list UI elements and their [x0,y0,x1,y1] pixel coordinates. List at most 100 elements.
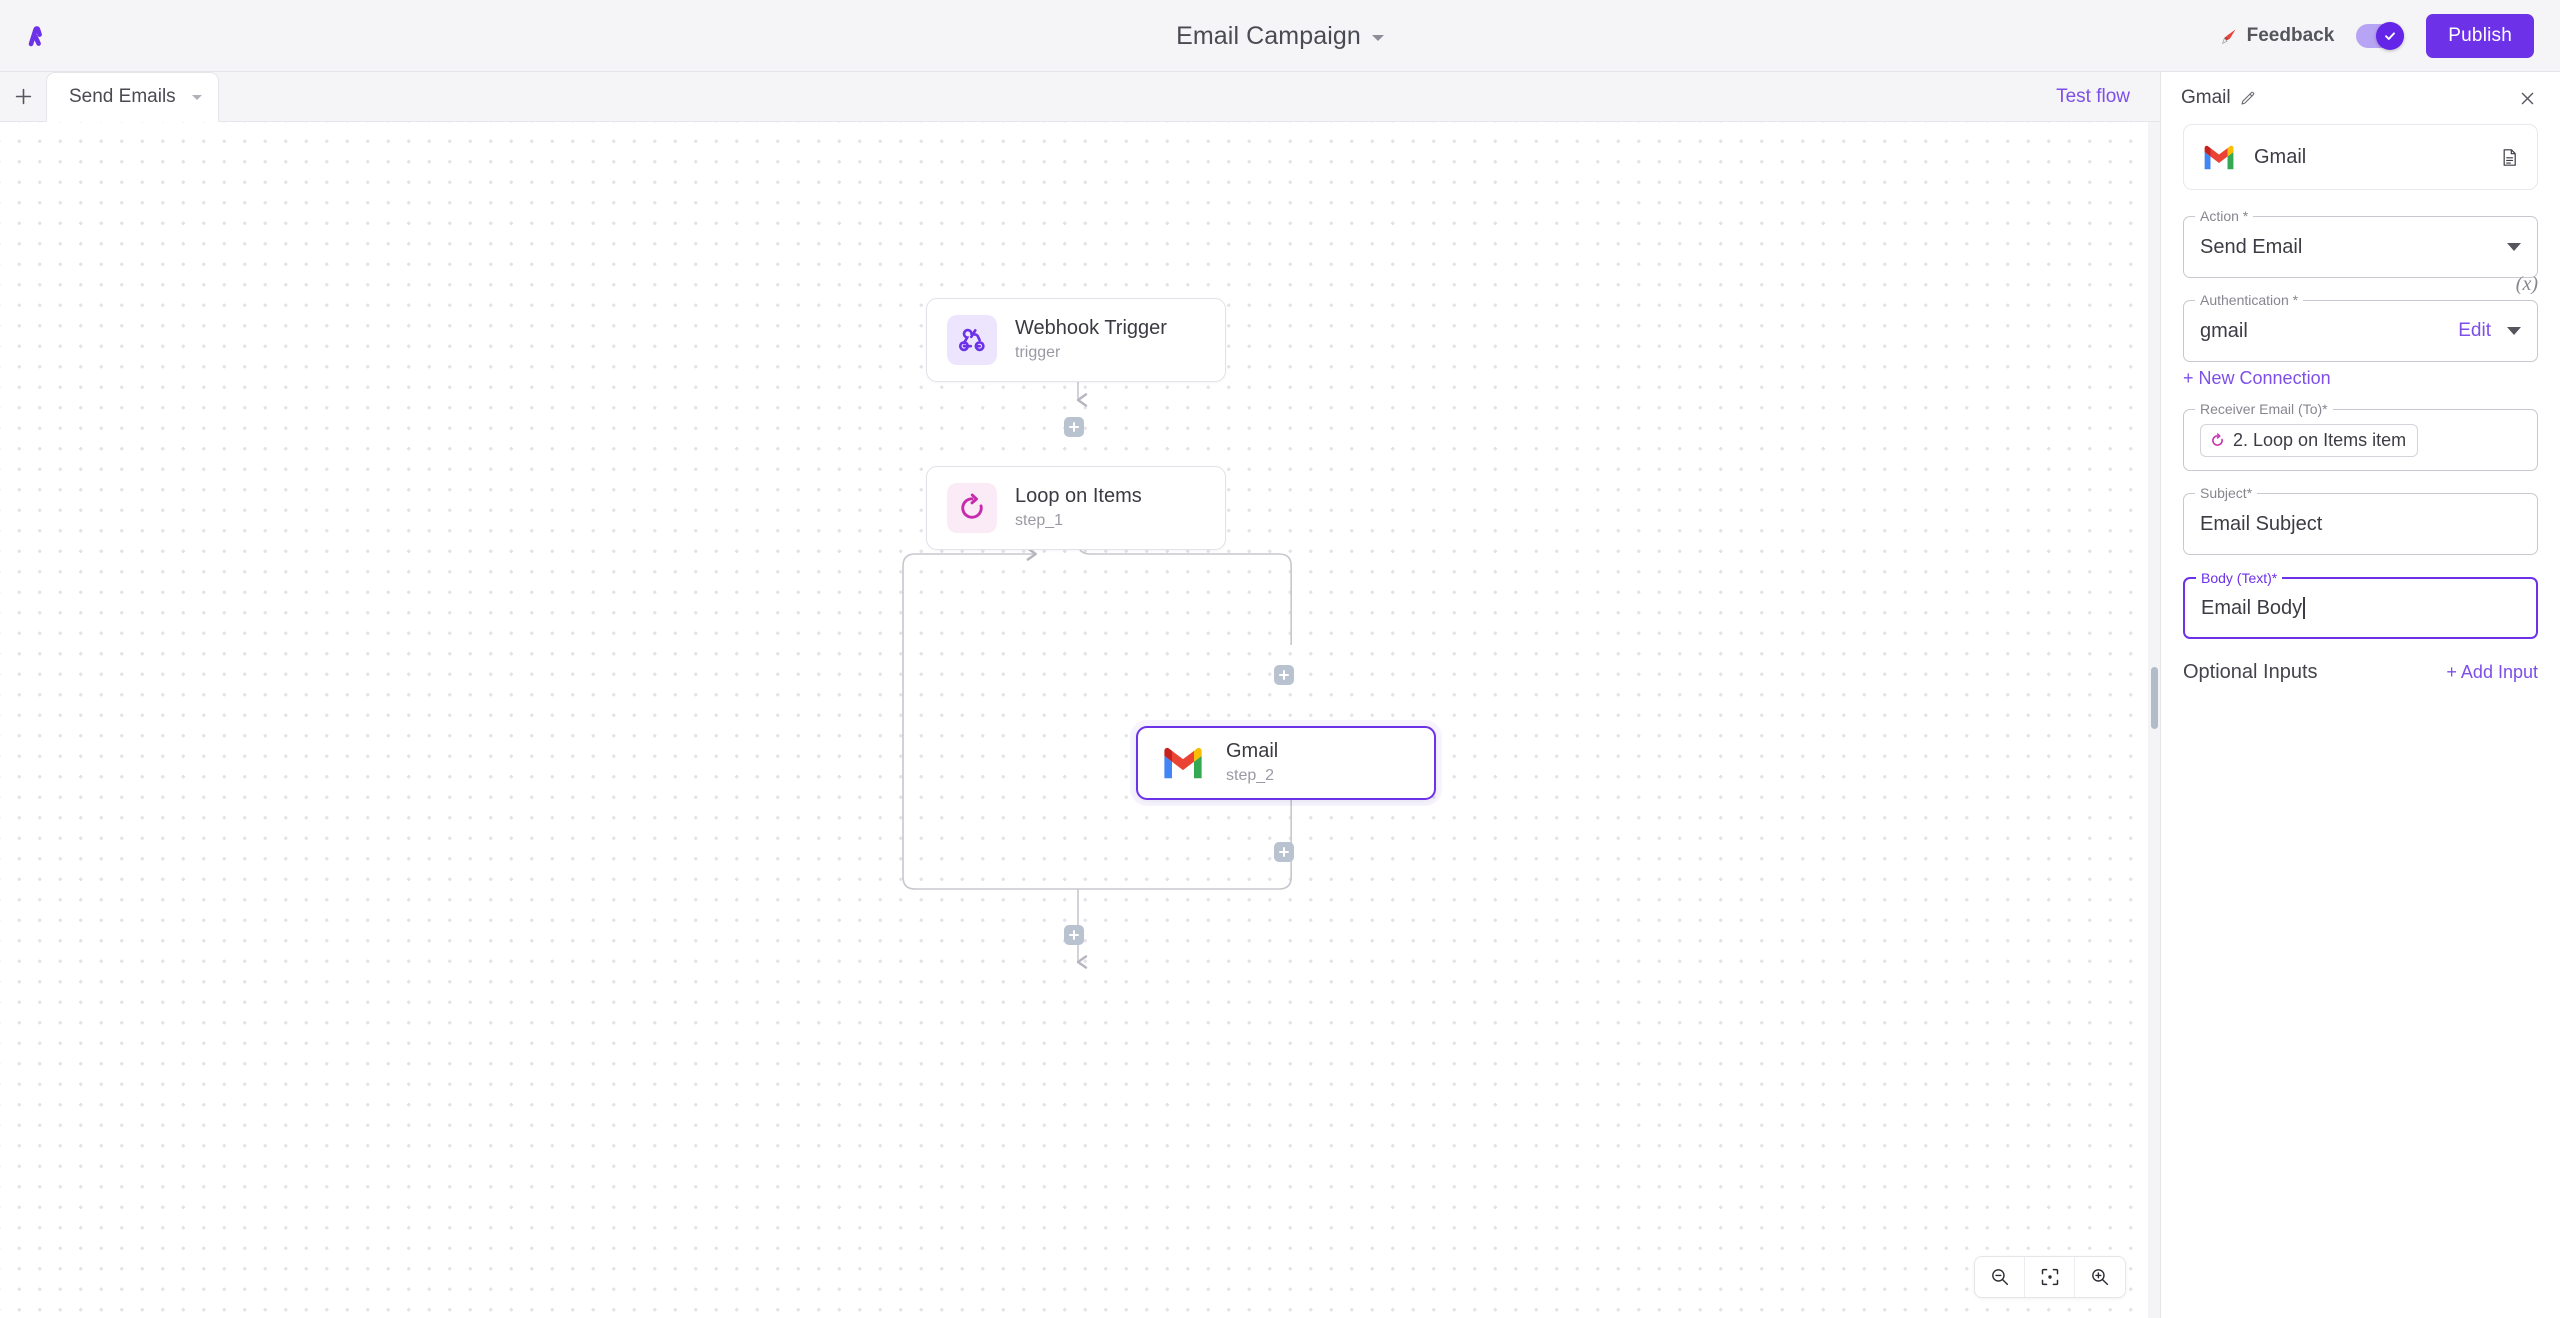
megaphone-icon [2221,29,2236,44]
authentication-value: gmail [2200,319,2248,342]
flow-node-gmail[interactable]: Gmail step_2 [1136,726,1436,800]
node-text: Loop on Items step_1 [1015,485,1142,530]
chevron-down-icon[interactable] [191,94,202,100]
add-input-button[interactable]: + Add Input [2446,662,2538,682]
flow-tab-bar: Send Emails Test flow [0,72,2160,122]
fit-screen-icon [2041,1268,2058,1286]
app-card-gmail[interactable]: Gmail [2183,124,2538,190]
field-label: Authentication * [2195,293,2304,307]
node-icon-wrap [947,483,997,533]
loop-icon [961,493,983,519]
node-subtitle: step_2 [1226,767,1275,785]
authentication-select[interactable]: Authentication * gmail Edit [2183,293,2538,362]
caret-down-icon[interactable] [2507,327,2521,335]
publish-toggle[interactable] [2356,21,2405,50]
node-icon-wrap [947,315,997,365]
canvas-zoom-controls [1974,1256,2126,1298]
field-label: Receiver Email (To)* [2195,402,2333,416]
action-select[interactable]: Action * Send Email [2183,209,2538,278]
add-step-button-loop-bottom[interactable] [1274,842,1294,862]
variable-chip-loop-item[interactable]: 2. Loop on Items item [2200,423,2419,457]
gmail-icon [1164,747,1202,779]
chip-label: 2. Loop on Items item [2233,429,2407,450]
document-title-button[interactable]: Email Campaign [1176,22,1384,51]
new-connection-row: + New Connection [2183,368,2538,389]
app-docs-button[interactable] [2500,148,2519,167]
app-card-name: Gmail [2254,145,2307,168]
webhook-icon [958,328,985,352]
close-icon [2521,92,2533,104]
panel-close-button[interactable] [2514,85,2540,111]
flow-node-loop-on-items[interactable]: Loop on Items step_1 [926,466,1226,550]
top-bar-actions: Feedback Publish [2221,13,2560,58]
chevron-down-icon [1371,34,1384,41]
receiver-email-input[interactable]: Receiver Email (To)* 2. Loop on Items it… [2183,402,2538,471]
publish-button[interactable]: Publish [2426,13,2534,58]
canvas-scrollbar-thumb[interactable] [2151,667,2158,729]
panel-header: Gmail [2161,72,2560,124]
canvas-column: Send Emails Test flow [0,72,2160,1318]
document-icon [2503,148,2516,166]
zoom-in-icon [2092,1269,2109,1286]
fit-view-button[interactable] [2025,1257,2075,1297]
step-settings-panel: Gmail [2160,72,2560,1318]
node-icon-wrap [1158,738,1208,788]
flow-node-webhook-trigger[interactable]: Webhook Trigger trigger [926,298,1226,382]
field-label: Body (Text)* [2196,571,2283,585]
field-label: Action * [2195,209,2254,223]
tab-label: Send Emails [69,86,176,107]
tab-send-emails[interactable]: Send Emails [46,72,219,122]
panel-body: Gmail Action * Send Email [2161,124,2560,1318]
page-title: Email Campaign [1176,21,1361,50]
connector-loop-back [902,547,1292,890]
zoom-in-button[interactable] [2075,1257,2125,1297]
zoom-out-button[interactable] [1975,1257,2025,1297]
field-receiver-email: Receiver Email (To)* 2. Loop on Items it… [2183,402,2538,471]
plus-icon [15,88,31,104]
logo-mark-icon [28,25,42,46]
node-subtitle: trigger [1015,344,1061,362]
app-logo[interactable] [0,23,72,49]
check-icon [2385,31,2396,40]
test-flow-button[interactable]: Test flow [2056,86,2130,107]
optional-inputs-label: Optional Inputs [2183,661,2318,683]
field-subject: Subject* Email Subject [2183,486,2538,555]
text-cursor [2303,597,2305,619]
panel-title: Gmail [2181,87,2231,108]
body-text-value: Email Body [2201,596,2303,619]
add-tab-button[interactable] [0,71,46,121]
subject-input[interactable]: Subject* Email Subject [2183,486,2538,555]
pencil-icon[interactable] [2240,91,2255,106]
add-step-button-loop-top[interactable] [1274,665,1294,685]
zoom-out-icon [1991,1269,2008,1286]
body-text-input[interactable]: Body (Text)* Email Body [2183,571,2538,639]
node-title: Gmail [1226,740,1279,763]
gmail-icon [2204,145,2234,169]
loop-icon [2212,432,2223,446]
toggle-knob [2376,21,2405,50]
feedback-label: Feedback [2246,24,2335,46]
node-subtitle: step_1 [1015,512,1064,530]
node-title: Webhook Trigger [1015,317,1167,340]
top-bar: Email Campaign Feedback P [0,0,2560,72]
node-text: Gmail step_2 [1226,740,1278,785]
field-body-text: Body (Text)* Email Body [2183,571,2538,639]
field-label: Subject* [2195,486,2258,500]
field-authentication: (x) Authentication * gmail Edit [2183,273,2538,362]
caret-down-icon[interactable] [2507,243,2521,251]
field-action: Action * Send Email [2183,209,2538,278]
edit-connection-button[interactable]: Edit [2458,320,2491,341]
new-connection-link[interactable]: + New Connection [2183,368,2331,388]
add-step-button-after-loop[interactable] [1064,925,1084,945]
document-title-area: Email Campaign [0,0,2560,72]
add-step-button-after-trigger[interactable] [1064,417,1084,437]
node-text: Webhook Trigger trigger [1015,317,1167,362]
workspace: Send Emails Test flow [0,72,2560,1318]
variable-insert-icon[interactable]: (x) [2515,273,2538,295]
subject-value: Email Subject [2200,512,2323,535]
node-title: Loop on Items [1015,485,1142,508]
canvas-scrollbar[interactable] [2148,122,2160,1318]
flow-canvas[interactable]: Webhook Trigger trigger Loop on Items st… [0,122,2160,1318]
feedback-button[interactable]: Feedback [2221,24,2335,47]
